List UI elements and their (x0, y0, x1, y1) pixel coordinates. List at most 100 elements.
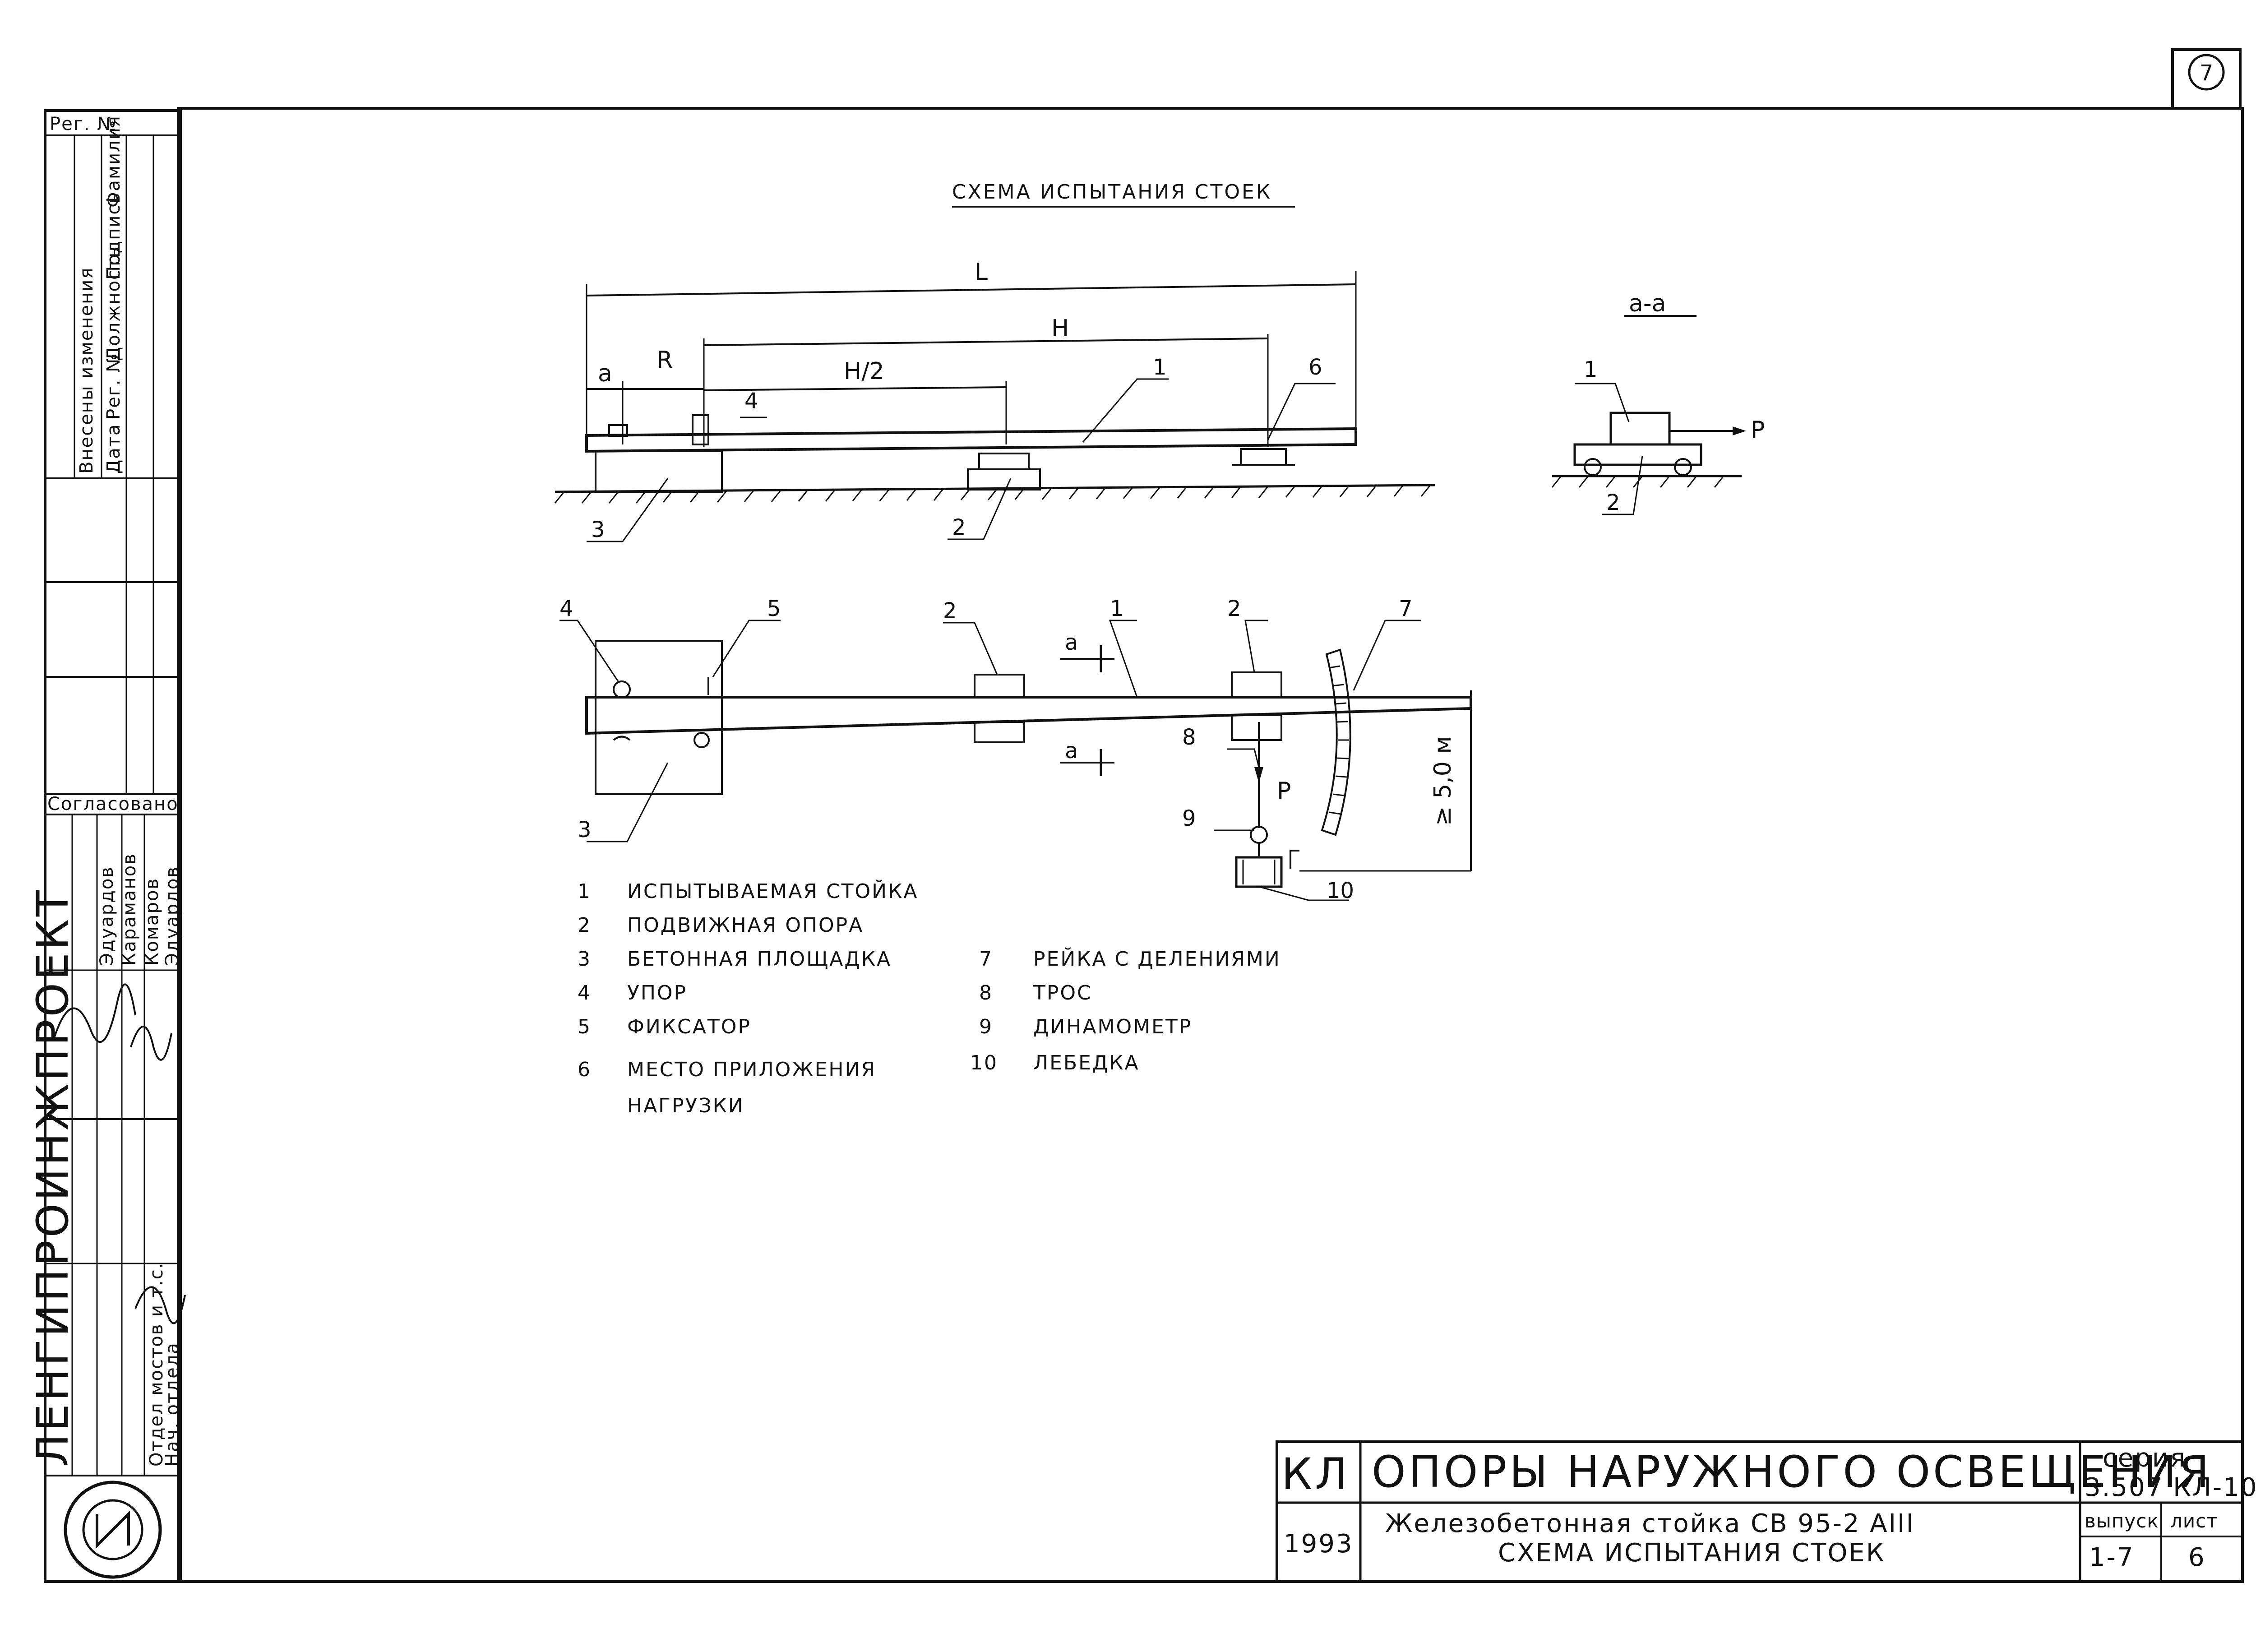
section-mark-top: а (1065, 630, 1078, 655)
svg-text:4: 4 (578, 981, 592, 1004)
svg-text:ПОДВИЖНАЯ ОПОРА: ПОДВИЖНАЯ ОПОРА (627, 914, 864, 937)
section-mark-bottom: а (1065, 738, 1078, 764)
changes-label: Внесены изменения (76, 267, 97, 474)
name-3: Комаров (142, 878, 162, 966)
section-pole (1609, 412, 1671, 446)
stop-plan (613, 680, 631, 699)
callout-4-plan: 4 (559, 596, 573, 621)
movable-support-base-1 (967, 468, 1041, 491)
title-subtitle-2: СХЕМА ИСПЫТАНИЯ СТОЕК (1498, 1538, 1886, 1568)
legend-item: 1 ИСПЫТЫВАЕМАЯ СТОЙКА (578, 879, 918, 903)
svg-text:ФИКСАТОР: ФИКСАТОР (627, 1015, 751, 1038)
org-logo (64, 1481, 162, 1579)
dim-H: H (1051, 315, 1069, 342)
title-block: КЛ 1993 ОПОРЫ НАРУЖНОГО ОСВЕЩЕНИЯ Железо… (1276, 1440, 2256, 1583)
callout-2-plan-a: 2 (943, 598, 957, 624)
sheet-value: 6 (2188, 1543, 2206, 1572)
name-4: Эдуардов (162, 866, 183, 966)
svg-text:8: 8 (979, 981, 993, 1004)
callout-4-side: 4 (744, 389, 758, 414)
title-year: 1993 (1284, 1529, 1354, 1559)
callout-6-side: 6 (1308, 355, 1322, 380)
legend-item: 10 ЛЕБЕДКА (970, 1051, 1140, 1074)
reg-label: Рег. № (50, 114, 117, 134)
signature (53, 983, 136, 1043)
svg-text:ИСПЫТЫВАЕМАЯ СТОЙКА: ИСПЫТЫВАЕМАЯ СТОЙКА (627, 879, 918, 903)
fixator-block (692, 414, 709, 445)
col-name: Фамилия (103, 115, 124, 208)
legend: 1 ИСПЫТЫВАЕМАЯ СТОЙКА 2 ПОДВИЖНАЯ ОПОРА 3 Б… (578, 879, 1280, 1117)
dim-H-half: H/2 (844, 358, 884, 385)
name-1: Эдуардов (97, 866, 117, 966)
concrete-pad-plan (595, 640, 723, 795)
dim-a: а (598, 360, 612, 387)
org-name: ЛЕНГИПРОИНЖПРОЕКТ (28, 887, 78, 1467)
svg-text:3: 3 (578, 948, 592, 971)
callout-8-plan: 8 (1182, 725, 1196, 750)
signature (134, 1286, 186, 1324)
callout-2-side: 2 (952, 515, 966, 540)
svg-text:МЕСТО ПРИЛОЖЕНИЯ: МЕСТО ПРИЛОЖЕНИЯ (627, 1058, 876, 1081)
svg-text:7: 7 (979, 948, 993, 971)
dept-name: Отдел мостов и т.с. (146, 1262, 167, 1467)
side-view: L H H/2 а R (554, 259, 1435, 542)
legend-item: 8 ТРОС (979, 981, 1092, 1004)
legend-item: 5 ФИКСАТОР (578, 1015, 751, 1038)
legend-item: НАГРУЗКИ (627, 1094, 744, 1117)
callout-1-section: 1 (1584, 357, 1598, 382)
concrete-pad-elevation (595, 450, 723, 493)
legend-item: 6 МЕСТО ПРИЛОЖЕНИЯ (578, 1058, 876, 1081)
col-pos: Должность (103, 246, 124, 361)
graduated-rail (1321, 648, 1351, 836)
sheet-label: лист (2170, 1510, 2218, 1532)
agreed-label: Согласовано (47, 794, 179, 814)
callout-3-side: 3 (591, 517, 605, 542)
head-dept: Нач. отдела (162, 1342, 183, 1467)
issue-label: выпуск (2085, 1510, 2159, 1532)
section-view: а-а Р 1 2 (1551, 290, 1765, 515)
col-date: Дата (103, 423, 124, 474)
section-label: а-а (1629, 290, 1666, 317)
dim-L: L (975, 259, 988, 286)
col-sign: Подпись (103, 192, 124, 280)
svg-text:9: 9 (979, 1015, 993, 1038)
series-label: серия (2103, 1444, 2187, 1473)
col-reg: Рег. № (103, 352, 124, 420)
svg-text:НАГРУЗКИ: НАГРУЗКИ (627, 1094, 744, 1117)
callout-5-plan: 5 (767, 596, 781, 621)
svg-text:2: 2 (578, 914, 592, 937)
svg-text:ЛЕБЕДКА: ЛЕБЕДКА (1033, 1051, 1140, 1074)
sheet-marker-box (2171, 48, 2242, 110)
title-code: КЛ (1281, 1449, 1350, 1499)
callout-9-plan: 9 (1182, 806, 1196, 831)
callout-1-side: 1 (1153, 355, 1167, 380)
svg-text:1: 1 (578, 880, 592, 903)
scheme-title: СХЕМА ИСПЫТАНИЯ СТОЕК (952, 180, 1272, 204)
sheet-marker-circle (2188, 54, 2225, 91)
svg-text:5: 5 (578, 1015, 592, 1038)
movable-support-plan-2 (1231, 671, 1282, 698)
svg-text:БЕТОННАЯ ПЛОЩАДКА: БЕТОННАЯ ПЛОЩАДКА (627, 948, 892, 971)
height-dim: ≥ 5,0 м (1429, 736, 1456, 826)
svg-text:ДИНАМОМЕТР: ДИНАМОМЕТР (1033, 1015, 1192, 1038)
signature (130, 1026, 172, 1061)
sheet-marker: 7 (2200, 60, 2214, 86)
section-cart (1573, 443, 1702, 466)
name-2: Караманов (119, 853, 140, 966)
callout-2-section: 2 (1606, 490, 1620, 515)
legend-item: 2 ПОДВИЖНАЯ ОПОРА (578, 914, 864, 937)
pole-elevation (585, 427, 1357, 453)
svg-text:ТРОС: ТРОС (1033, 981, 1092, 1004)
issue-value: 1-7 (2089, 1543, 2134, 1572)
dim-R: R (656, 347, 673, 374)
callout-10-plan: 10 (1327, 878, 1354, 903)
svg-text:6: 6 (578, 1058, 592, 1081)
legend-item: 3 БЕТОННАЯ ПЛОЩАДКА (578, 948, 892, 971)
svg-text:10: 10 (970, 1051, 998, 1074)
title-main: ОПОРЫ НАРУЖНОГО ОСВЕЩЕНИЯ (1372, 1447, 2212, 1497)
series-value: 3.507 КЛ-10 (2085, 1473, 2256, 1502)
callout-7-plan: 7 (1399, 596, 1413, 621)
